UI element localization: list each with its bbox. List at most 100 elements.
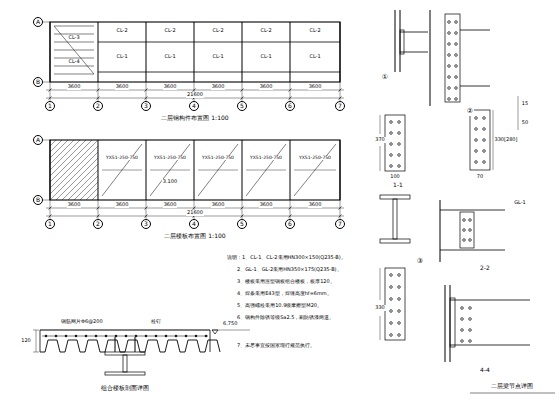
axis-bubble: 7 xyxy=(335,219,345,229)
dim-line xyxy=(46,98,344,99)
bolt-hole xyxy=(390,165,393,168)
bolt-hole xyxy=(398,286,401,289)
hatch xyxy=(86,140,98,200)
dim-line xyxy=(46,208,344,209)
bolt-hole xyxy=(461,307,464,310)
rebar-dot xyxy=(135,335,137,337)
main-beam xyxy=(290,140,291,200)
dim-line xyxy=(46,90,344,91)
drawing-label: CL-1 xyxy=(308,54,321,59)
bolt-hole xyxy=(461,329,464,332)
drawing-label: ① xyxy=(381,74,389,81)
column-flange xyxy=(445,285,446,362)
slab-span-line xyxy=(150,144,190,196)
drawing-label: 二层钢构件布置图 1:100 xyxy=(160,115,229,121)
secondary-beam xyxy=(98,42,340,43)
rebar-dot xyxy=(205,335,207,337)
hatch xyxy=(62,140,98,200)
bolt-hole xyxy=(398,165,401,168)
axis-bubble: 5 xyxy=(237,101,247,111)
main-beam xyxy=(194,22,195,82)
rebar-dot xyxy=(65,335,67,337)
dim-line xyxy=(380,316,381,340)
splice-plate xyxy=(460,212,474,248)
axis-bubble: A xyxy=(33,135,43,145)
bolt-hole xyxy=(398,310,401,313)
bolt-hole xyxy=(483,161,486,164)
rebar-dot xyxy=(95,335,97,337)
drawing-label: ③ xyxy=(416,258,424,265)
drawing-label: YX51-250-750 xyxy=(298,156,332,161)
hatch xyxy=(92,140,98,200)
level-line xyxy=(212,330,250,331)
axis-number: 2 xyxy=(96,103,100,109)
drawing-label: 21600 xyxy=(186,210,204,215)
drawing-label: 2、GL-1、GL-2采用HN350×175(Q235-B)。 xyxy=(236,267,343,272)
beam-flange xyxy=(460,30,490,31)
bolt-hole xyxy=(469,239,472,242)
bolt-hole xyxy=(483,117,486,120)
bolt-hole xyxy=(398,132,401,135)
bolt-hole xyxy=(448,76,451,79)
axis-bubble: B xyxy=(33,77,43,87)
bolt-hole xyxy=(398,154,401,157)
end-plate xyxy=(385,115,405,171)
drawing-label: 5、高强螺栓采用10.9级摩擦型M20。 xyxy=(236,303,323,308)
axis-number: 6 xyxy=(288,103,292,109)
bolt-hole xyxy=(448,54,451,57)
dim-line xyxy=(33,352,39,353)
drawing-label: 21600 xyxy=(186,92,204,97)
dim-line xyxy=(380,146,381,171)
bolt-hole xyxy=(475,128,478,131)
axis-bubble: 2 xyxy=(93,219,103,229)
slab-span-line xyxy=(102,144,142,196)
drawing-label: 4、焊条采用E43型，焊缝高度hf=6mm。 xyxy=(236,291,333,296)
axis-number: 4 xyxy=(192,103,196,109)
drawing-label: 120 xyxy=(20,338,32,343)
drawing-label: 15 xyxy=(521,101,529,106)
drawing-label: 3600 xyxy=(163,84,178,89)
bolt-hole xyxy=(398,322,401,325)
bolt-hole xyxy=(461,318,464,321)
bolt-hole xyxy=(469,340,472,343)
drawing-label: CL-2 xyxy=(163,28,176,33)
plan-outline xyxy=(50,22,340,82)
drawing-label: 3600 xyxy=(163,202,178,207)
bolt-hole xyxy=(483,139,486,142)
axis-number: 7 xyxy=(338,221,342,227)
dim-line xyxy=(518,96,519,130)
drawing-label: 6.750 xyxy=(222,321,238,326)
drawing-label: 3600 xyxy=(308,84,323,89)
drawing-label: 3600 xyxy=(67,202,82,207)
bolt-hole xyxy=(455,76,458,79)
drawing-label: 说明：1、CL-1、CL-2采用HN300×150(Q235-B)。 xyxy=(226,255,347,260)
beam-flange xyxy=(380,195,410,199)
rebar-dot xyxy=(45,335,47,337)
hatch xyxy=(74,140,98,200)
rebar-dot xyxy=(175,335,177,337)
bolt-hole xyxy=(455,21,458,24)
rebar-dot xyxy=(85,335,87,337)
bolt-hole xyxy=(483,128,486,131)
bolt-hole xyxy=(448,98,451,101)
beam-flange xyxy=(105,372,145,375)
rebar-dot xyxy=(145,335,147,337)
level-mark xyxy=(212,330,218,334)
drawing-label: CL-1 xyxy=(259,54,272,59)
axis-number: 6 xyxy=(288,221,292,227)
bolt-hole xyxy=(398,334,401,337)
beam-web xyxy=(123,355,127,372)
bolt-hole xyxy=(475,117,478,120)
slab-span-line xyxy=(198,144,238,196)
drawing-label: 370 xyxy=(374,137,386,142)
drawing-label: CL-3 xyxy=(67,35,80,40)
stair-line xyxy=(54,26,94,74)
drawing-label: 3600 xyxy=(211,202,226,207)
drawing-label: CL-1 xyxy=(115,54,128,59)
drawing-label: 330 xyxy=(374,305,386,310)
axis-bubble: 6 xyxy=(285,219,295,229)
main-beam xyxy=(98,22,99,82)
end-plate xyxy=(470,110,490,170)
bolt-hole xyxy=(463,219,466,222)
